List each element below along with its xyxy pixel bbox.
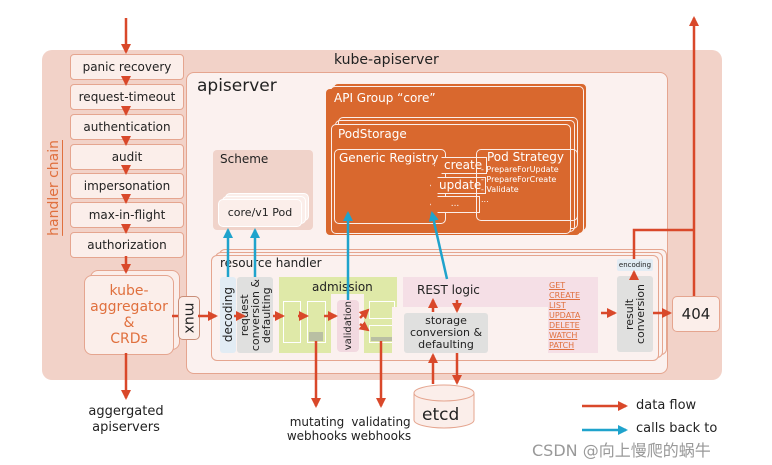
aggregator-line: &: [123, 315, 135, 331]
kube-aggregator-box: kube- aggregator & CRDs: [84, 275, 174, 355]
storage-conversion-line: conversion &: [409, 326, 483, 339]
pod-strategy-item: - Validate: [481, 185, 519, 194]
mutating-webhooks-line: webhooks: [286, 429, 348, 443]
not-found-box: 404: [672, 296, 720, 332]
storage-conversion-box: storage conversion & defaulting: [404, 313, 488, 353]
chain-step-authorization: authorization: [70, 232, 184, 258]
aggregated-apiservers-line: aggergated: [88, 404, 164, 419]
core-v1-pod-box: core/v1 Pod: [218, 199, 302, 227]
etcd-label: etcd: [422, 405, 460, 425]
verb-list[interactable]: LIST: [549, 301, 566, 310]
verb-create[interactable]: CREATE: [549, 291, 580, 300]
admission-label: admission: [312, 280, 373, 294]
data-flow-arrows: [121, 16, 699, 411]
legend-data-flow-label: data flow: [636, 398, 697, 413]
mutating-webhooks-line: mutating: [289, 415, 345, 429]
aggregator-line: aggregator: [90, 299, 168, 315]
storage-conversion-line: storage: [425, 314, 467, 327]
validating-webhooks-label: validating webhooks: [348, 415, 414, 443]
webhook-marker: [371, 337, 393, 341]
storage-conversion-line: defaulting: [418, 338, 474, 351]
encoding-to-response-line: [632, 228, 694, 259]
apiserver-label: apiserver: [197, 76, 277, 96]
encoding-box: encoding: [617, 259, 653, 271]
verb-watch[interactable]: WATCH: [549, 331, 578, 340]
mux-box: mux: [178, 296, 200, 340]
watermark: CSDN @向上慢爬的蜗牛: [532, 441, 711, 460]
kube-apiserver-title: kube-apiserver: [334, 52, 439, 68]
validating-webhooks-line: webhooks: [350, 429, 412, 443]
chain-step-authentication: authentication: [70, 114, 184, 140]
validating-webhooks-line: validating: [351, 415, 411, 429]
pod-strategy-list: - PrepareForUpdate - PrepareForCreate - …: [481, 165, 559, 205]
resource-handler-label: resource handler: [220, 256, 322, 270]
pod-storage-label: PodStorage: [338, 127, 407, 141]
callback-arrows: [223, 211, 628, 435]
scheme-label: Scheme: [220, 152, 269, 166]
mutating-plugin-box: [283, 301, 301, 343]
rest-verbs-list: GET CREATE LIST UPDATA DELETE WATCH PATC…: [549, 281, 580, 351]
aggregator-line: kube-: [109, 283, 149, 299]
op-create-tag: create: [434, 157, 488, 174]
webhook-marker: [309, 332, 323, 341]
verb-get[interactable]: GET: [549, 281, 566, 290]
op-update-tag: update: [430, 177, 487, 194]
generic-registry-label: Generic Registry: [339, 151, 439, 165]
validation-plugin-arrow: [358, 308, 370, 320]
decoding-box: decoding: [220, 277, 236, 353]
pod-strategy-title: Pod Strategy: [487, 150, 564, 164]
verb-update[interactable]: UPDATA: [549, 311, 581, 320]
pod-strategy-item: ...: [481, 195, 489, 204]
rest-callback-arrow: [428, 211, 449, 280]
result-conversion-box: result conversion: [617, 276, 653, 352]
pod-strategy-item: - PrepareForUpdate: [481, 165, 559, 174]
verb-delete[interactable]: DELETE: [549, 321, 580, 330]
pod-strategy-item: - PrepareForCreate: [481, 175, 557, 184]
aggregated-apiservers-line: apiservers: [92, 420, 160, 435]
mutating-webhooks-label: mutating webhooks: [284, 415, 350, 443]
aggregator-line: CRDs: [110, 331, 148, 347]
aggregated-apiservers-label: aggergated apiservers: [76, 404, 176, 436]
legend-calls-back-label: calls back to: [636, 421, 718, 436]
validation-plugin-arrow: [358, 321, 370, 332]
op-more-tag: ...: [430, 196, 480, 213]
pod-strategy-box: [476, 149, 578, 221]
api-group-label: API Group “core”: [334, 91, 436, 105]
etcd-cylinder: [413, 384, 475, 429]
rest-logic-label: REST logic: [417, 283, 480, 297]
validation-box: validation: [337, 300, 359, 352]
verb-patch[interactable]: PATCH: [549, 341, 575, 350]
